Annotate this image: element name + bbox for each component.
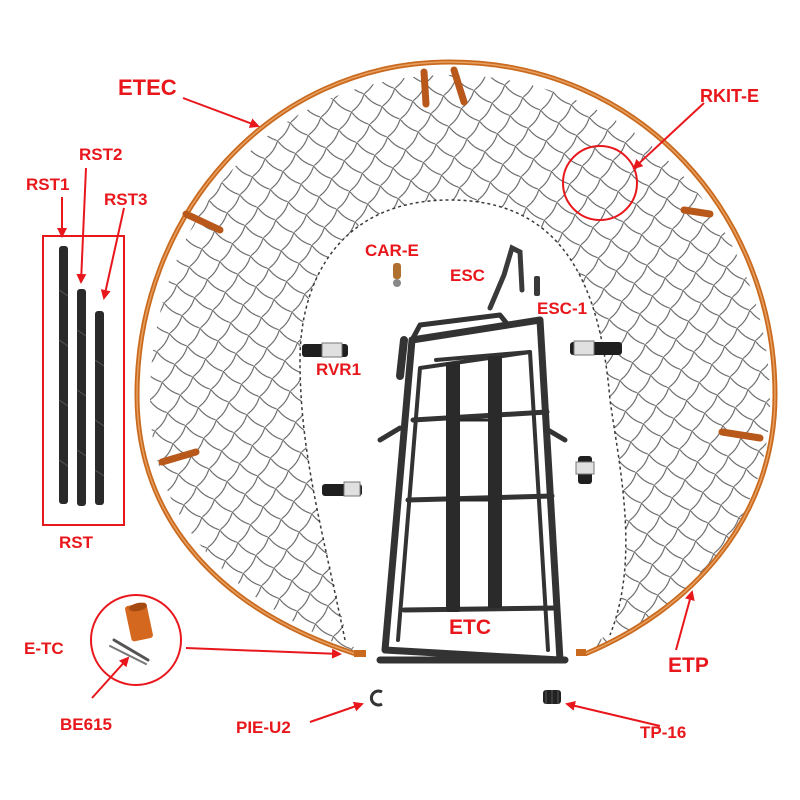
label-tp-16: TP-16 — [640, 723, 686, 742]
esc-part — [487, 244, 525, 311]
label-rst2: RST2 — [79, 145, 122, 164]
rst1-rod — [59, 246, 68, 504]
label-etp: ETP — [668, 654, 709, 677]
label-rst: RST — [59, 533, 94, 552]
rst-rods — [42, 235, 125, 526]
label-rkit-e: RKIT-E — [700, 86, 759, 106]
etc-frame — [376, 312, 569, 664]
rst3-rod — [95, 311, 104, 505]
label-e-tc: E-TC — [24, 639, 64, 658]
label-be615: BE615 — [60, 715, 112, 734]
callout-arrows — [57, 97, 705, 727]
pie-u2-part — [369, 689, 383, 707]
label-car-e: CAR-E — [365, 241, 419, 260]
label-etec: ETEC — [118, 75, 177, 100]
label-etc: ETC — [449, 616, 491, 639]
rkit-e-highlight — [562, 145, 638, 221]
car-e-part — [393, 263, 401, 287]
rvr1-straps — [302, 340, 622, 497]
esc-1-part — [534, 276, 540, 296]
label-esc-1: ESC-1 — [537, 299, 587, 318]
label-rst3: RST3 — [104, 190, 147, 209]
etc-straps — [446, 356, 502, 612]
label-pie-u2: PIE-U2 — [236, 718, 291, 737]
label-rst1: RST1 — [26, 175, 69, 194]
tp-16-part — [543, 690, 561, 704]
label-rvr1: RVR1 — [316, 360, 361, 379]
hoop-clips — [158, 66, 764, 466]
e-tc-inset — [90, 594, 182, 686]
label-esc: ESC — [450, 266, 485, 285]
rst2-rod — [77, 289, 86, 506]
